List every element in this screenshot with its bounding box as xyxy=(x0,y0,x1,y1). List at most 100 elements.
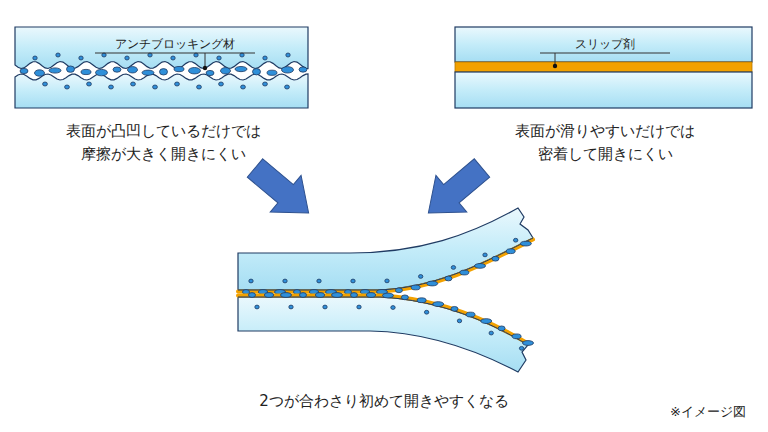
particle xyxy=(235,66,247,71)
slip-layer xyxy=(455,62,752,72)
note-text: ※イメージ図 xyxy=(658,402,758,422)
leader-dot xyxy=(203,66,207,70)
upper-film xyxy=(455,27,752,62)
particle xyxy=(512,334,521,339)
down-arrow xyxy=(240,150,324,232)
particle xyxy=(466,312,475,317)
film-edge xyxy=(238,238,533,290)
particle xyxy=(286,53,290,57)
upper-film xyxy=(15,27,308,68)
particle xyxy=(265,293,274,298)
particle xyxy=(125,56,129,60)
particle xyxy=(506,249,515,254)
particle xyxy=(249,293,256,298)
particle xyxy=(451,266,455,270)
particle xyxy=(148,53,152,57)
particle xyxy=(255,305,259,309)
particle xyxy=(253,69,261,75)
conclusion-text: 2つが合わさり初めて開きやすくなる xyxy=(174,390,594,413)
particle xyxy=(128,67,138,73)
particle xyxy=(194,53,198,57)
particle xyxy=(418,275,422,279)
lower-film xyxy=(238,297,528,372)
particle xyxy=(367,293,376,298)
particle xyxy=(483,253,487,257)
particle xyxy=(332,293,343,298)
particle xyxy=(35,70,45,76)
particle xyxy=(285,85,290,89)
particle xyxy=(489,331,493,335)
particle xyxy=(385,279,389,283)
particle xyxy=(281,293,292,298)
particle xyxy=(523,341,534,346)
particle xyxy=(520,241,531,246)
particle xyxy=(131,82,136,86)
particle xyxy=(263,56,267,60)
particle xyxy=(445,276,452,281)
particle xyxy=(219,82,224,86)
particle xyxy=(267,70,277,75)
slip-layer xyxy=(238,296,528,344)
particle xyxy=(460,270,469,275)
particle xyxy=(241,85,246,89)
particle xyxy=(282,67,294,73)
particle xyxy=(65,85,70,89)
particle xyxy=(289,305,293,309)
particle xyxy=(299,67,307,72)
particle xyxy=(316,293,325,298)
particle xyxy=(56,53,60,57)
particle xyxy=(481,319,492,324)
part-label: アンチブロッキング材 xyxy=(95,35,255,54)
particle xyxy=(351,293,358,298)
particle xyxy=(174,66,184,71)
upper-film xyxy=(238,208,533,290)
particle xyxy=(79,56,83,60)
particle xyxy=(492,256,499,261)
particle xyxy=(283,279,287,283)
particle xyxy=(87,82,92,86)
particle xyxy=(391,306,395,310)
particle xyxy=(433,302,444,307)
particle xyxy=(102,53,106,57)
particle xyxy=(317,279,321,283)
particle xyxy=(240,53,244,57)
anti-blocking-particles xyxy=(249,293,534,351)
particle xyxy=(49,68,61,73)
particle xyxy=(475,263,486,268)
particle xyxy=(206,70,214,75)
particle xyxy=(424,310,428,314)
particle xyxy=(498,326,505,331)
lower-film xyxy=(455,72,752,108)
particle xyxy=(323,305,327,309)
particle xyxy=(81,69,91,74)
particle xyxy=(33,56,37,60)
slip-layer xyxy=(238,240,533,292)
particle xyxy=(113,67,121,72)
particle xyxy=(221,68,231,74)
part-label: スリップ剤 xyxy=(540,35,670,54)
leader-dot xyxy=(553,64,557,68)
particle xyxy=(395,288,402,293)
particle xyxy=(109,85,114,89)
particle xyxy=(175,82,180,86)
particle xyxy=(357,305,361,309)
particle xyxy=(382,293,393,298)
film-edge xyxy=(238,297,528,345)
particle xyxy=(96,69,108,75)
leader-line xyxy=(95,53,255,66)
particle xyxy=(20,68,28,73)
particle xyxy=(263,82,268,86)
particle xyxy=(513,238,517,242)
particle xyxy=(411,285,420,290)
particle xyxy=(519,346,523,350)
particle xyxy=(401,295,408,300)
particle xyxy=(67,66,75,72)
particle xyxy=(427,281,438,286)
lower-film xyxy=(15,74,308,108)
particle xyxy=(249,279,253,283)
particle xyxy=(197,85,202,89)
particle xyxy=(451,306,458,311)
caption-text: 表面が凸凹しているだけでは 摩擦が大きく開きにくい xyxy=(38,120,288,167)
